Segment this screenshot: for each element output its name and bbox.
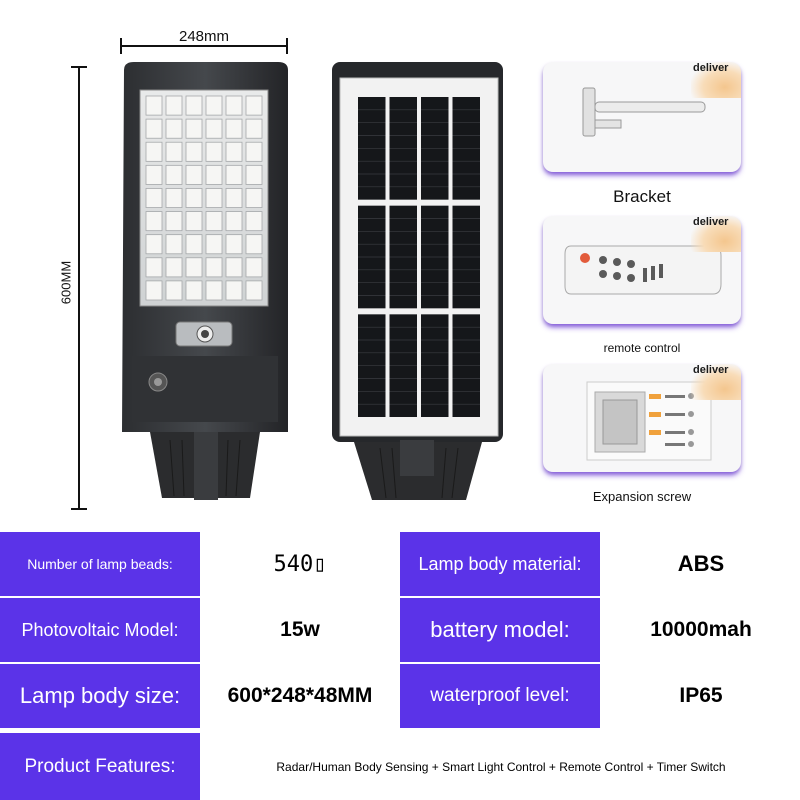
led-cell	[185, 188, 203, 208]
led-cell	[205, 95, 223, 116]
led-grid	[145, 95, 263, 301]
lamp-beads-label: Number of lamp beads:	[0, 532, 200, 596]
led-cell	[165, 141, 183, 162]
led-cell	[245, 188, 263, 208]
led-cell	[145, 95, 163, 116]
bracket-card: deliver	[543, 62, 741, 172]
led-cell	[225, 234, 243, 255]
led-cell	[145, 280, 163, 301]
waterproof-label: waterproof level:	[400, 664, 600, 728]
body-material-label: Lamp body material:	[400, 532, 600, 596]
led-cell	[185, 280, 203, 301]
remote-control-card: deliver	[543, 216, 741, 324]
led-cell	[225, 188, 243, 208]
led-cell	[165, 280, 183, 301]
pv-model-value: 15w	[202, 598, 398, 662]
led-cell	[185, 164, 203, 185]
led-cell	[165, 257, 183, 278]
height-dimension-line	[71, 66, 87, 510]
led-cell	[245, 141, 263, 162]
expansion-screw-caption: Expansion screw	[592, 489, 692, 504]
led-cell	[245, 257, 263, 278]
waterproof-value: IP65	[602, 664, 800, 728]
led-cell	[245, 118, 263, 139]
led-cell	[245, 164, 263, 185]
led-cell	[165, 234, 183, 255]
led-cell	[245, 95, 263, 116]
features-value: Radar/Human Body Sensing + Smart Light C…	[202, 733, 800, 800]
pv-model-label: Photovoltaic Model:	[0, 598, 200, 662]
battery-model-value: 10000mah	[602, 598, 800, 662]
lamp-back-solar-image	[332, 62, 503, 500]
width-dimension-label: 248mm	[178, 28, 230, 45]
led-cell	[185, 141, 203, 162]
led-cell	[205, 280, 223, 301]
lamp-beads-value: 540▯	[202, 532, 398, 596]
body-size-value: 600*248*48MM	[202, 664, 398, 728]
led-cell	[225, 280, 243, 301]
led-cell	[165, 164, 183, 185]
led-cell	[185, 95, 203, 116]
led-cell	[225, 118, 243, 139]
deliver-badge: deliver	[691, 216, 741, 252]
spec-row: Photovoltaic Model: 15w battery model: 1…	[0, 598, 800, 662]
features-label: Product Features:	[0, 733, 200, 800]
spec-row: Number of lamp beads: 540▯ Lamp body mat…	[0, 532, 800, 596]
led-cell	[245, 211, 263, 232]
led-cell	[165, 211, 183, 232]
led-cell	[165, 95, 183, 116]
bracket-caption: Bracket	[613, 187, 671, 206]
remote-control-image	[564, 245, 722, 295]
led-cell	[185, 118, 203, 139]
expansion-screw-card: deliver	[543, 364, 741, 472]
height-dimension-label: 600MM	[58, 260, 74, 305]
battery-model-label: battery model:	[400, 598, 600, 662]
led-cell	[145, 234, 163, 255]
led-cell	[145, 211, 163, 232]
led-cell	[165, 188, 183, 208]
led-cell	[145, 188, 163, 208]
expansion-screw-image	[586, 381, 712, 461]
led-cell	[205, 234, 223, 255]
body-size-label: Lamp body size:	[0, 664, 200, 728]
body-material-value: ABS	[602, 532, 800, 596]
led-cell	[245, 234, 263, 255]
led-cell	[225, 211, 243, 232]
led-cell	[225, 95, 243, 116]
led-cell	[225, 141, 243, 162]
lamp-front-image	[122, 62, 288, 500]
spec-row: Product Features: Radar/Human Body Sensi…	[0, 733, 800, 800]
led-cell	[205, 118, 223, 139]
led-cell	[205, 211, 223, 232]
led-cell	[145, 164, 163, 185]
deliver-badge: deliver	[691, 62, 741, 98]
led-cell	[145, 141, 163, 162]
width-dimension-line	[120, 38, 288, 54]
spec-row: Lamp body size: 600*248*48MM waterproof …	[0, 664, 800, 728]
bracket-image	[582, 87, 706, 137]
spec-table: Number of lamp beads: 540▯ Lamp body mat…	[0, 530, 800, 800]
led-cell	[165, 118, 183, 139]
led-cell	[145, 257, 163, 278]
solar-panel-cells	[358, 97, 480, 417]
led-cell	[145, 118, 163, 139]
remote-control-caption: remote control	[603, 341, 681, 355]
led-cell	[225, 164, 243, 185]
led-cell	[185, 211, 203, 232]
led-cell	[205, 164, 223, 185]
led-cell	[205, 141, 223, 162]
led-cell	[205, 257, 223, 278]
deliver-badge: deliver	[691, 364, 741, 400]
led-cell	[225, 257, 243, 278]
led-cell	[185, 234, 203, 255]
led-cell	[245, 280, 263, 301]
led-cell	[205, 188, 223, 208]
led-cell	[185, 257, 203, 278]
